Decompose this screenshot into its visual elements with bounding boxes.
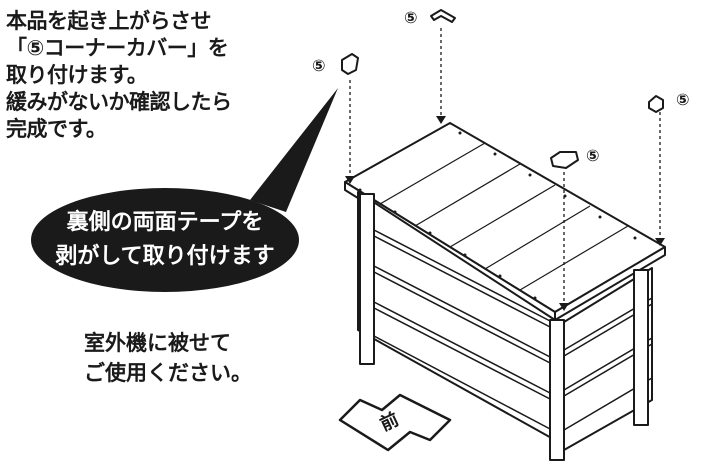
part-number-label: ⑤ <box>586 146 600 165</box>
callout-line: 剥がして取り付けます <box>55 244 275 269</box>
instruction-line: 緩みがないか確認したら <box>6 90 232 114</box>
corner-cover-icon <box>341 9 664 169</box>
usage-note: 室外機に被せて ご使用ください。 <box>84 328 252 388</box>
nail-dots <box>358 131 637 300</box>
usage-line: 室外機に被せて <box>84 331 231 355</box>
usage-line: ご使用ください。 <box>84 361 252 385</box>
callout-line: 裏側の両面テープを <box>66 210 264 235</box>
part-number-label: ⑤ <box>676 90 690 109</box>
instruction-line: 取り付けます。 <box>6 63 148 87</box>
guide-arrows <box>349 28 661 305</box>
part-number-label: ⑤ <box>404 8 418 27</box>
part-number-label: ⑤ <box>312 56 326 75</box>
instruction-line: 完成です。 <box>6 117 107 141</box>
instruction-line: 本品を起き上がらさせ <box>6 9 212 33</box>
speech-bubble <box>31 88 338 292</box>
arrow-heads <box>345 116 665 311</box>
instruction-line: 「⑤コーナーカバー」を <box>6 36 229 60</box>
cabinet-illustration <box>344 122 666 461</box>
instruction-text: 本品を起き上がらさせ 「⑤コーナーカバー」を 取り付けます。 緩みがないか確認し… <box>6 8 296 143</box>
front-direction-arrow <box>338 393 452 452</box>
